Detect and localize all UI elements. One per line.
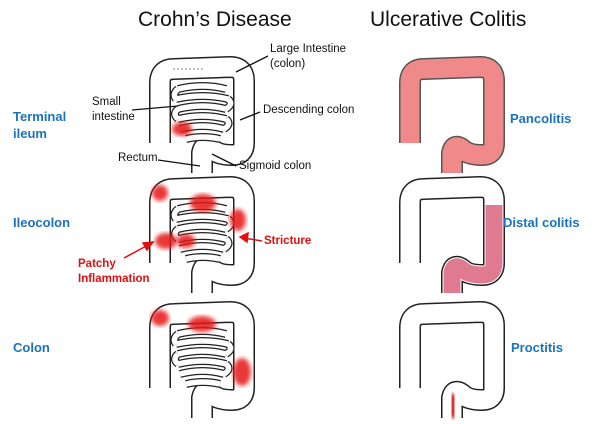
inflammation-patch xyxy=(172,122,192,136)
annotation-line: Inflammation xyxy=(78,273,150,285)
inflammation-patch xyxy=(190,194,216,212)
title-ulcerative-colitis: Ulcerative Colitis xyxy=(370,8,527,31)
annotation-line: Small xyxy=(92,96,121,108)
annotation-rectum: Rectum xyxy=(118,152,158,164)
inflammation-patch xyxy=(233,358,251,386)
label-proctitis: Proctitis xyxy=(511,340,564,355)
colon-drawing-pancolitis xyxy=(410,67,494,173)
annotation-sigmoid-colon: Sigmoid colon xyxy=(239,160,312,172)
annotation-large-intestine: Large Intestine (colon) xyxy=(270,42,346,72)
inflamed-segment xyxy=(444,393,462,419)
inflammation-patch xyxy=(177,234,195,248)
red-arrows xyxy=(123,231,263,259)
inflammation-patch xyxy=(188,316,216,332)
label-pancolitis: Pancolitis xyxy=(510,111,572,126)
label-line: Terminal xyxy=(13,109,67,124)
colon-drawing-ileocolon xyxy=(152,185,246,293)
label-terminal-ileum: Terminal ileum xyxy=(13,108,66,142)
colon-drawing-proctitis xyxy=(410,312,494,418)
annotation-line: (colon) xyxy=(270,58,306,70)
inflammation-patch xyxy=(155,233,177,249)
annotation-patchy-inflammation: Patchy Inflammation xyxy=(78,257,150,287)
label-ileocolon: Ileocolon xyxy=(13,215,71,230)
annotation-line: Patchy xyxy=(78,258,116,270)
label-distal-colitis: Distal colitis xyxy=(503,215,580,230)
inflammation-patch xyxy=(152,185,168,201)
annotation-line: intestine xyxy=(92,111,135,123)
inflammation-patch xyxy=(230,209,246,231)
colon-drawing-distal-colitis xyxy=(410,187,494,293)
annotation-line: Large Intestine xyxy=(270,43,347,55)
annotation-stricture: Stricture xyxy=(264,235,312,247)
title-crohns: Crohn’s Disease xyxy=(138,8,292,31)
inflamed-segment xyxy=(443,205,503,293)
inflammation-patch xyxy=(151,310,169,326)
pointer-lines xyxy=(131,55,269,167)
annotation-descending-colon: Descending colon xyxy=(263,104,355,116)
colon-drawing-colon xyxy=(151,310,251,418)
annotation-small-intestine: Small intestine xyxy=(92,95,135,125)
colon-drawing-terminal-ileum xyxy=(160,67,244,173)
label-line: ileum xyxy=(13,126,47,141)
label-colon: Colon xyxy=(13,340,50,355)
